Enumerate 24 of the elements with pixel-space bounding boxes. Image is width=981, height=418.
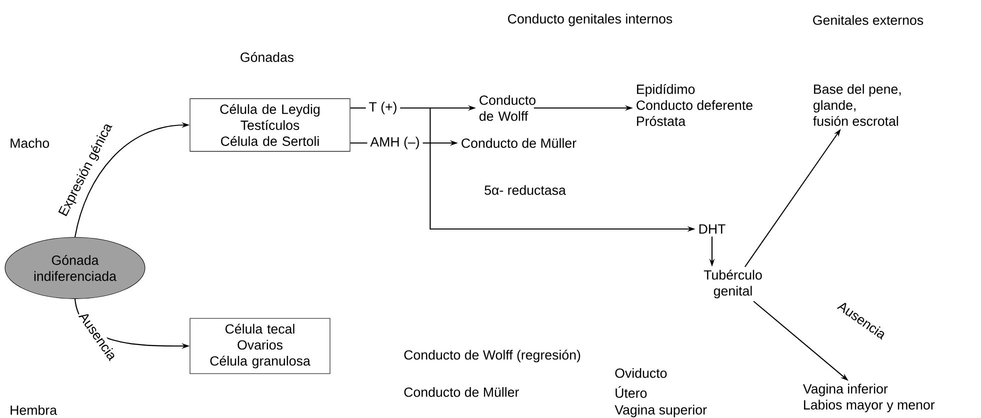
column-heading: Genitales externos	[813, 15, 924, 25]
organ-label: Epidídimo Conducto deferente Próstata	[636, 84, 752, 126]
organ-label: Tubérculo genital	[704, 270, 762, 298]
hormone-label: DHT	[699, 224, 726, 234]
column-heading: Conducto genitales internos	[508, 14, 672, 26]
duct-label: Conducto de Müller	[462, 138, 576, 148]
connector-line	[350, 107, 366, 109]
hormone-label: T (+)	[369, 102, 396, 114]
duct-label: Conducto de Wolff	[480, 95, 536, 121]
organ-label: Útero	[616, 386, 647, 398]
organ-label: Vagina inferior Labios mayor y menor	[803, 384, 935, 412]
organ-label: Vagina superior	[614, 404, 707, 418]
hormone-label: AMH (–)	[370, 136, 419, 150]
sex-label: Macho	[10, 138, 50, 148]
edge-label: 5α- reductasa	[482, 184, 568, 196]
connector-line	[350, 142, 368, 144]
organ-label: Base del pene, glande, fusión escrotal	[813, 84, 901, 126]
organ-label: Oviducto	[615, 368, 667, 378]
sex-label: Hembra	[10, 405, 58, 415]
gonad-box: Célula tecal Ovarios Célula granulosa	[190, 318, 330, 374]
duct-label: Conducto de Wolff (regresión)	[404, 350, 580, 362]
gonad-box: Célula de Leydig Testículos Célula de Sertoli	[190, 98, 350, 152]
duct-label: Conducto de Müller	[404, 387, 519, 397]
column-heading: Gónadas	[240, 52, 294, 62]
